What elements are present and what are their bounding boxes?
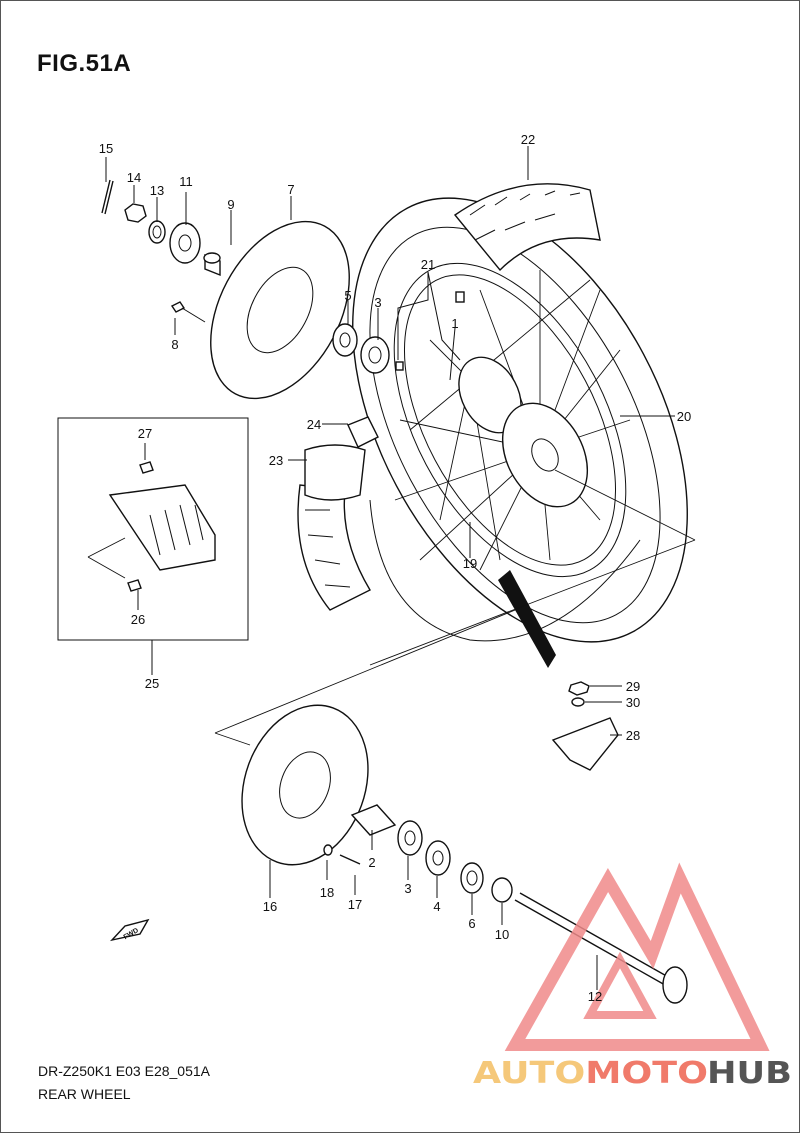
oil-seal	[332, 323, 358, 357]
callout-16: 16	[263, 899, 277, 914]
callout-22: 22	[521, 132, 535, 147]
callout-9: 9	[227, 197, 234, 212]
brake-disc-bolt	[170, 301, 206, 323]
callout-3: 3	[374, 295, 381, 310]
callout-27: 27	[138, 426, 152, 441]
fwd-arrow-icon: FWD	[109, 918, 150, 941]
oil-seal-right	[460, 862, 484, 894]
callout-24: 24	[307, 417, 321, 432]
callout-8: 8	[171, 337, 178, 352]
callout-4: 4	[433, 899, 440, 914]
callout-numbers: 1 2 3 3 4 5 6 7 8 9 10 11 12 13 14 15 16…	[99, 132, 691, 1004]
callout-15: 15	[99, 141, 113, 156]
chain-puller-washer	[571, 697, 585, 707]
diagram-name: REAR WHEEL	[38, 1086, 131, 1102]
axle-spacer	[350, 804, 397, 836]
callout-26: 26	[131, 612, 145, 627]
callout-21: 21	[421, 257, 435, 272]
callout-12: 12	[588, 989, 602, 1004]
callout-11: 11	[179, 174, 193, 189]
callout-17: 17	[348, 897, 362, 912]
disc-guard-box	[57, 417, 249, 641]
callout-30: 30	[626, 695, 640, 710]
tube-valve	[347, 416, 379, 448]
callout-28: 28	[626, 728, 640, 743]
callout-13: 13	[150, 183, 164, 198]
callout-14: 14	[127, 170, 141, 185]
watermark-brand-text-hub: HUB	[707, 1056, 792, 1091]
wheel-hub	[458, 356, 589, 508]
spacer	[203, 252, 221, 277]
detail-pointer-arrow	[498, 570, 556, 668]
sprocket-bolt	[339, 854, 361, 865]
callout-2: 2	[368, 855, 375, 870]
rear-sprocket	[241, 704, 369, 866]
bearing-right	[397, 820, 423, 856]
callout-5: 5	[344, 288, 351, 303]
rear-axle	[514, 892, 688, 1004]
washer	[148, 220, 166, 244]
model-code: DR-Z250K1 E03 E28_051A	[38, 1063, 210, 1079]
chain-puller-nut	[568, 681, 590, 696]
leader-lines	[105, 146, 675, 990]
perspective-lines	[87, 469, 696, 746]
automotohub-watermark-logo	[504, 862, 770, 1051]
sprocket-washer	[323, 844, 333, 856]
callout-25: 25	[145, 676, 159, 691]
callout-29: 29	[626, 679, 640, 694]
callout-19: 19	[463, 556, 477, 571]
callout-20: 20	[677, 409, 691, 424]
callout-6: 6	[468, 916, 475, 931]
callout-23: 23	[269, 453, 283, 468]
chain-puller	[551, 717, 619, 771]
figure-title: FIG.51A	[37, 50, 132, 77]
callout-7: 7	[287, 182, 294, 197]
cotter-pin	[101, 179, 114, 215]
wheel-rim	[393, 262, 627, 578]
collar	[491, 877, 513, 903]
callout-10: 10	[495, 927, 509, 942]
watermark-triangle-icon	[504, 862, 770, 1051]
axle-nut	[124, 203, 147, 223]
rim-band	[304, 444, 366, 501]
callout-1: 1	[451, 316, 458, 331]
bearing-sprocket-side	[425, 840, 451, 876]
valve-cap-nut	[395, 291, 465, 371]
callout-3: 3	[404, 881, 411, 896]
chain-adjuster	[169, 222, 201, 264]
bearing-left	[360, 336, 390, 374]
callout-18: 18	[320, 885, 334, 900]
